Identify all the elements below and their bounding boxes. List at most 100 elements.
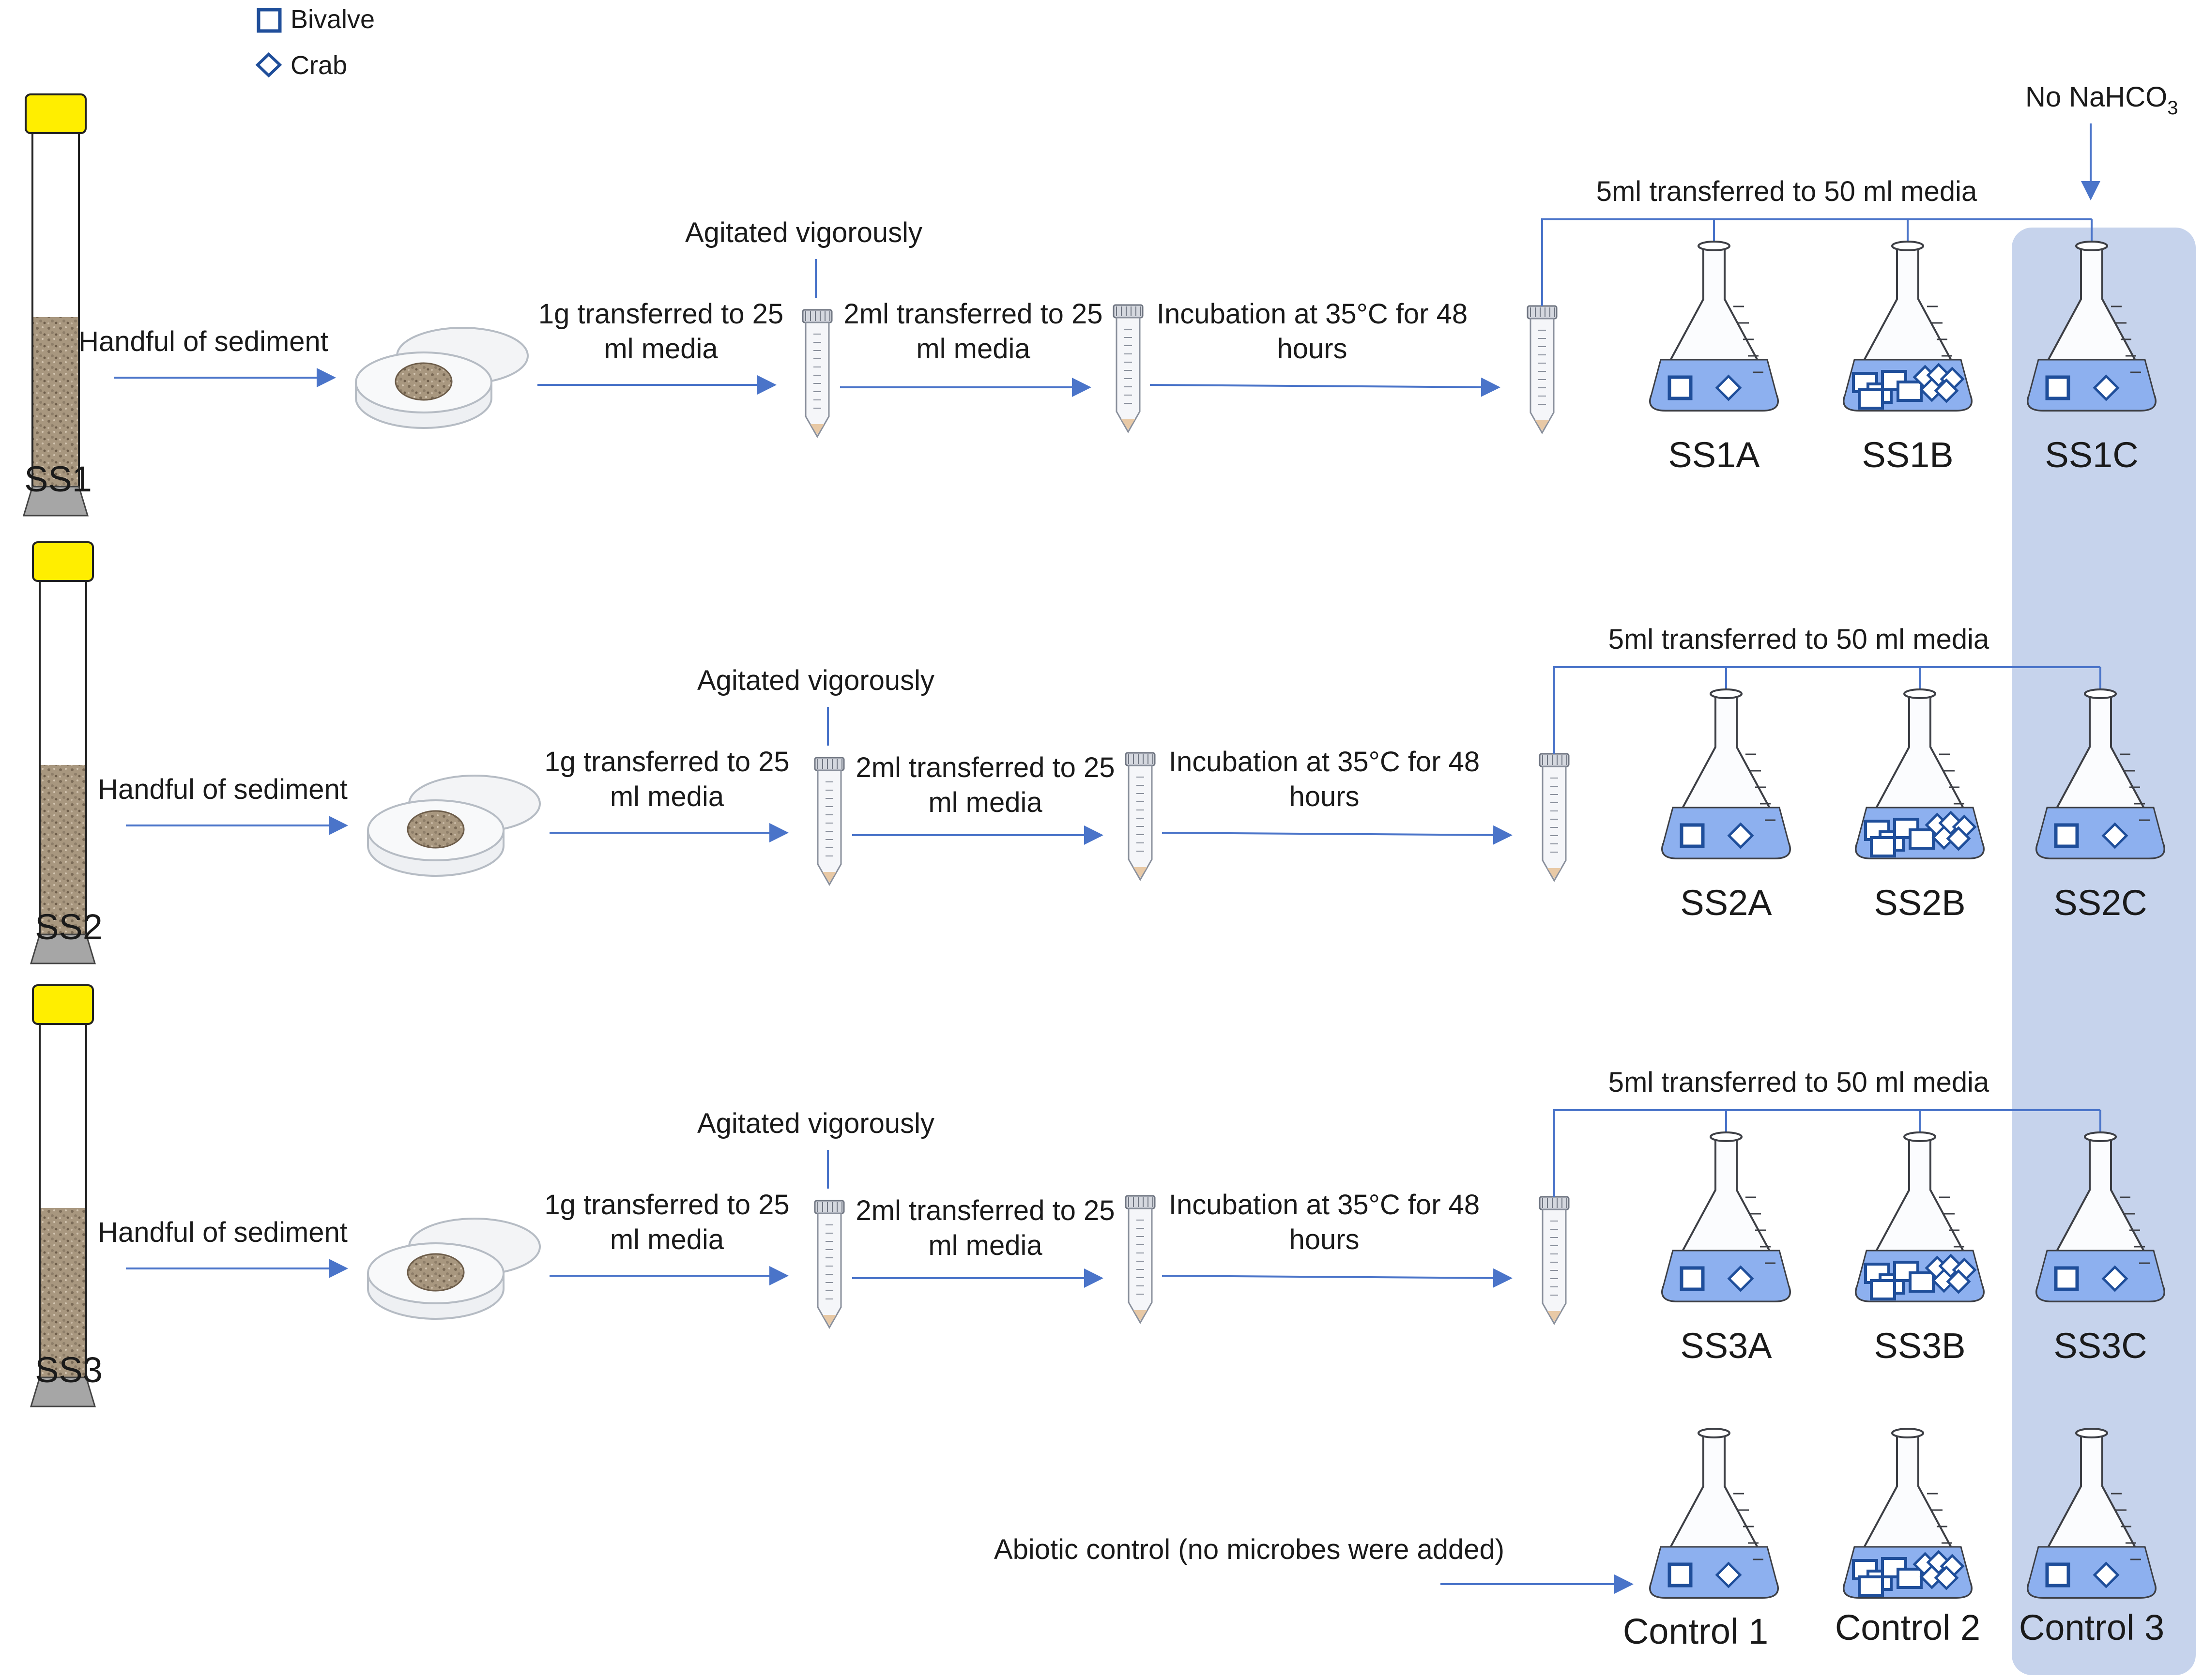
- petri-dish-with-sediment: [367, 775, 541, 877]
- crab-shell: [2093, 374, 2120, 401]
- flask-rim: [1698, 241, 1730, 251]
- centrifuge-tube: [814, 757, 845, 886]
- transfer-bracket: [1553, 666, 2101, 754]
- flask-rim: [1903, 1131, 1936, 1142]
- flask-label-ss1b: SS1B: [1862, 435, 1953, 475]
- flask-label-ss2c: SS2C: [2053, 883, 2147, 923]
- incubation-label-line2: hours: [1289, 781, 1359, 812]
- centrifuge-tube-cap: [1125, 752, 1156, 766]
- centrifuge-tube-body: [1128, 1207, 1153, 1325]
- step2-label-line1: 2ml transferred to 25: [843, 298, 1102, 330]
- tube-sample-tip: [823, 1315, 836, 1326]
- flask-control-2: [1843, 1428, 1973, 1599]
- sediment-label: Handful of sediment: [98, 774, 348, 805]
- flask-rim: [1698, 1428, 1730, 1438]
- centrifuge-tube-body: [1128, 764, 1153, 882]
- bivalve-shell: [1858, 388, 1884, 410]
- petri-dish-with-sediment: [355, 327, 529, 429]
- crab-shell: [2093, 1561, 2120, 1588]
- flask-ss2c: [2035, 688, 2165, 859]
- flask-ss2b: [1855, 688, 1985, 859]
- flask-rim: [1710, 1131, 1743, 1142]
- tube-sample-tip: [823, 872, 836, 883]
- incubation-label-line2: hours: [1277, 333, 1347, 365]
- centrifuge-tube: [1527, 305, 1558, 435]
- legend-crab-label: Crab: [291, 51, 347, 80]
- crab-shell: [1934, 378, 1959, 403]
- flask-label-ss3a: SS3A: [1680, 1326, 1772, 1366]
- centrifuge-tube: [1125, 752, 1156, 882]
- sample-label: SS2: [35, 907, 103, 947]
- tube-base: [22, 486, 89, 517]
- flask-ss3b: [1855, 1131, 1985, 1302]
- tube-sediment: [33, 317, 78, 487]
- bivalve-shell: [1870, 836, 1896, 857]
- centrifuge-tube-cap: [1527, 305, 1558, 320]
- centrifuge-tube-body: [817, 1212, 842, 1329]
- no-nahco3-text: No NaHCO: [2025, 81, 2167, 113]
- centrifuge-tube: [814, 1200, 845, 1329]
- crab-shell: [1727, 822, 1754, 849]
- centrifuge-tube: [1113, 304, 1144, 434]
- flask-rim: [1891, 1428, 1924, 1438]
- tube-sample-tip: [811, 424, 824, 435]
- flask-ss1b: [1843, 241, 1973, 412]
- centrifuge-tube-cap: [1125, 1195, 1156, 1209]
- bivalve-shell: [1858, 1575, 1884, 1597]
- sample-label: SS3: [35, 1350, 103, 1390]
- tube-sample-tip: [1547, 1311, 1561, 1322]
- tube-base: [30, 933, 96, 964]
- bivalve-shell: [2054, 823, 2079, 848]
- flask-label-ss1c: SS1C: [2045, 435, 2138, 475]
- incubation-label-line1: Incubation at 35°C for 48: [1169, 746, 1480, 778]
- sediment-core-tube: [30, 541, 96, 964]
- flask-label-ss2a: SS2A: [1680, 883, 1772, 923]
- centrifuge-tube-cap: [814, 1200, 845, 1214]
- flask-label-ss1a: SS1A: [1668, 435, 1760, 475]
- control-label-1: Control 1: [1623, 1611, 1768, 1651]
- flask-rim: [1903, 688, 1936, 699]
- sediment-core-tube: [30, 984, 96, 1407]
- flask-ss2a: [1661, 688, 1791, 859]
- flask-ss3c: [2035, 1131, 2165, 1302]
- sediment-label: Handful of sediment: [78, 326, 328, 357]
- control-label-2: Control 2: [1835, 1607, 1980, 1648]
- sediment-sample: [407, 1253, 465, 1292]
- centrifuge-tube-cap: [802, 309, 833, 323]
- bivalve-shell: [1680, 823, 1705, 848]
- flask-label-ss3b: SS3B: [1874, 1326, 1965, 1366]
- bivalve-legend-icon: [257, 8, 282, 33]
- centrifuge-tube-body: [1542, 765, 1567, 883]
- no-nahco3-subscript: 3: [2167, 97, 2178, 119]
- flask-rim: [1891, 241, 1924, 251]
- bivalve-shell: [1897, 1568, 1923, 1589]
- legend-bivalve-label: Bivalve: [291, 5, 375, 34]
- tube-sample-tip: [1133, 1310, 1147, 1321]
- bivalve-shell: [2054, 1266, 2079, 1291]
- sample-label: SS1: [24, 459, 92, 499]
- agitated-label: Agitated vigorously: [685, 217, 922, 248]
- incubation-arrow: [1149, 377, 1500, 397]
- step2-label-line2: ml media: [928, 787, 1042, 818]
- agitated-label: Agitated vigorously: [697, 1108, 934, 1139]
- tube-yellow-cap: [25, 93, 87, 134]
- flask-rim: [2084, 688, 2117, 699]
- crab-legend-icon: [255, 52, 282, 78]
- step2-label-line2: ml media: [916, 333, 1030, 365]
- incubation-label-line1: Incubation at 35°C for 48: [1169, 1189, 1480, 1221]
- flask-label-ss3c: SS3C: [2053, 1326, 2147, 1366]
- flask-rim: [1710, 688, 1743, 699]
- step2-label-line1: 2ml transferred to 25: [856, 752, 1115, 783]
- centrifuge-tube: [1539, 1196, 1570, 1326]
- sediment-label: Handful of sediment: [98, 1217, 348, 1248]
- incubation-arrow: [1162, 1268, 1513, 1288]
- incubation-label-line1: Incubation at 35°C for 48: [1157, 298, 1468, 330]
- step1-label-line1: 1g transferred to 25: [538, 298, 783, 330]
- centrifuge-tube-cap: [1539, 1196, 1570, 1210]
- sediment-sample: [395, 362, 453, 401]
- step2-label-line1: 2ml transferred to 25: [856, 1195, 1115, 1226]
- centrifuge-tube-body: [1116, 317, 1141, 434]
